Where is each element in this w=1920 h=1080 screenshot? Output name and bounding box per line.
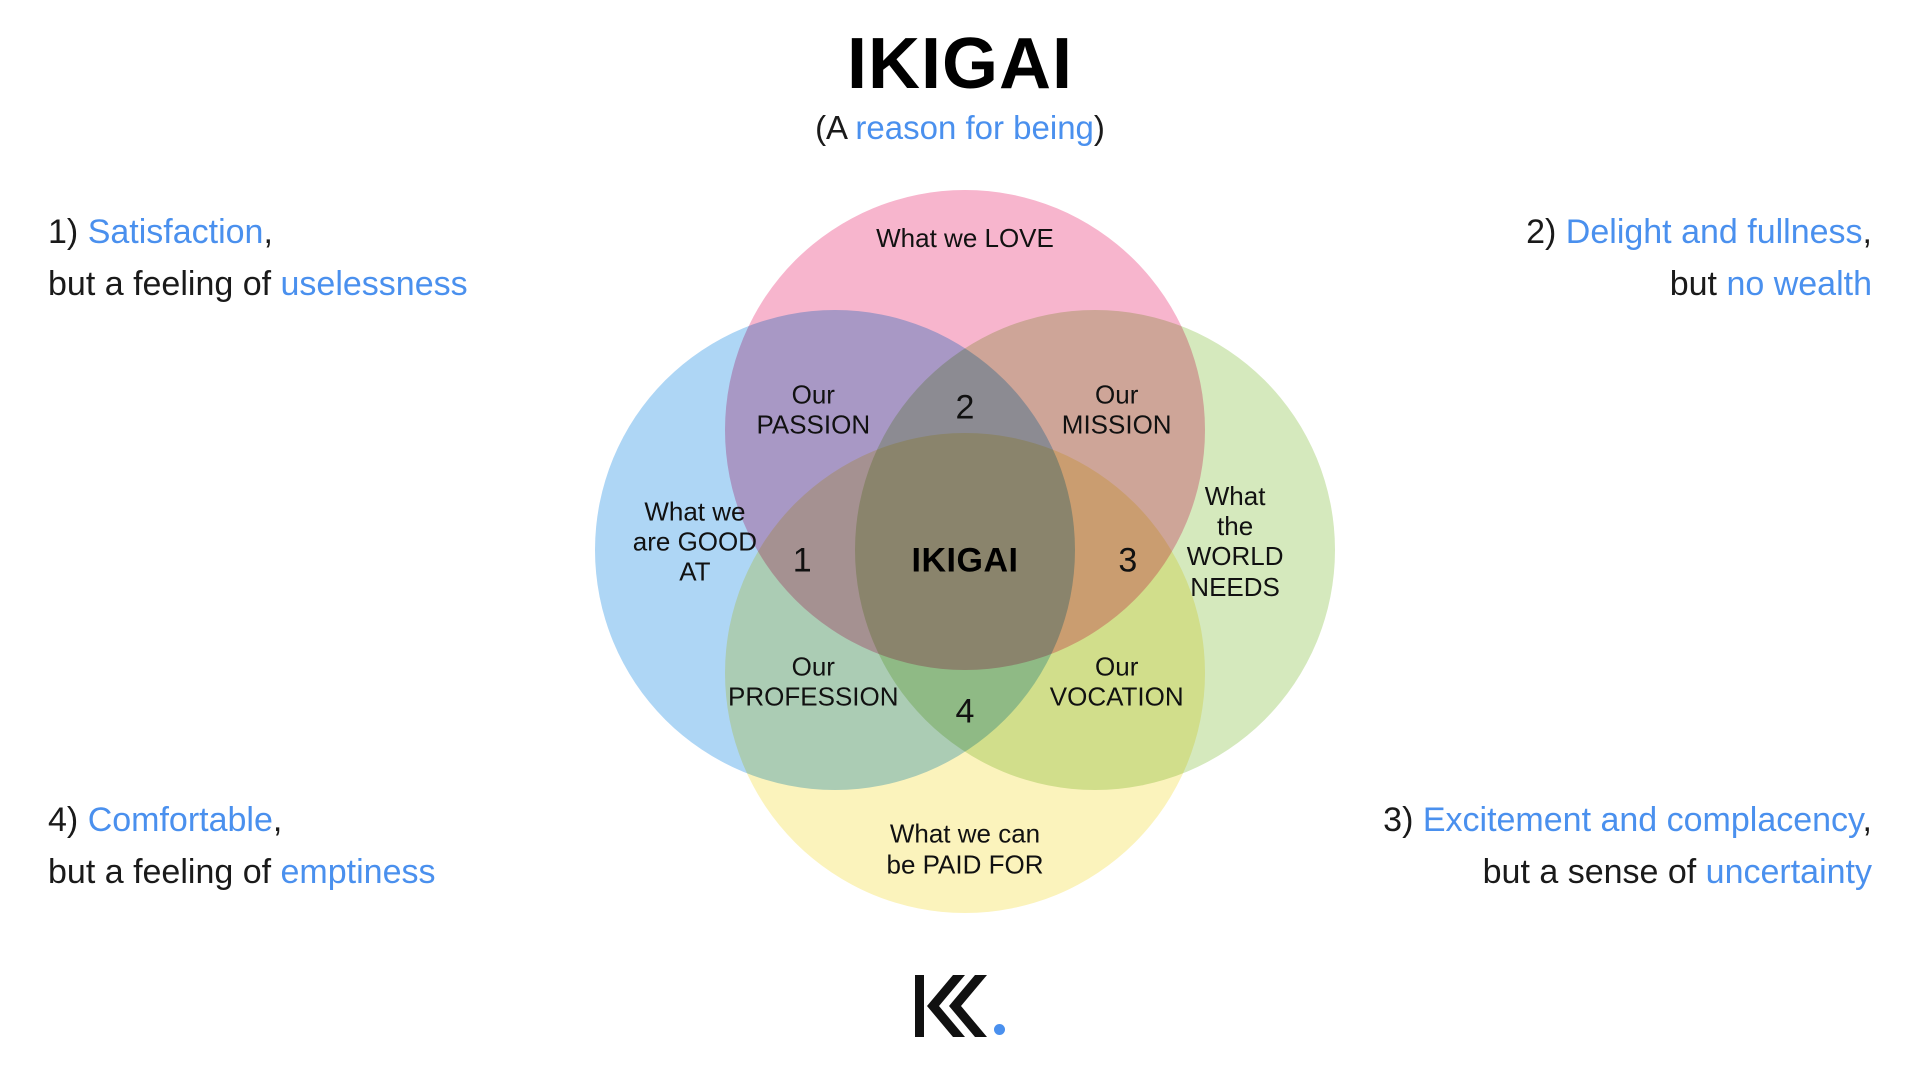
annotation-4: 4) Comfortable, but a feeling of emptine… [48,795,435,898]
marker-1: 1 [792,541,812,580]
annotation-3-accent: Excitement and complacency [1422,801,1863,839]
annotation-1-line1: 1) Satisfaction, [48,207,468,259]
logo-kk-icon [915,975,991,1042]
label-ikigai-center: IKIGAI [911,541,1019,580]
annotation-2-line2-prefix: but [1669,264,1727,303]
annotation-1-line2-prefix: but a feeling of [48,264,281,303]
venn-circle-group [595,190,1335,935]
annotation-1-line2-accent: uselessness [280,264,468,303]
annotation-3-line2-accent: uncertainty [1705,852,1872,891]
logo-dot-icon [994,1024,1005,1035]
annotation-2-comma: , [1862,213,1872,251]
annotation-3-line2-prefix: but a sense of [1482,852,1706,891]
annotation-1: 1) Satisfaction, but a feeling of useles… [48,207,468,310]
annotation-1-comma: , [263,213,273,251]
marker-4: 4 [955,692,975,730]
subtitle-accent: reason for being [855,109,1094,146]
annotation-3: 3) Excitement and complacency, but a sen… [1383,795,1872,898]
marker-2: 2 [955,388,975,427]
annotation-4-line1: 4) Comfortable, [48,795,435,847]
annotation-3-number: 3) [1383,801,1414,839]
brand-logo [0,975,1920,1055]
annotation-4-line2-prefix: but a feeling of [48,852,281,891]
annotation-1-number: 1) [48,213,79,251]
circle-what-we-can-be-paid-for [725,433,1205,913]
page-subtitle: (A reason for being) [0,109,1920,146]
page-title: IKIGAI [846,24,1073,104]
annotation-3-comma: , [1862,801,1872,839]
annotation-2-number: 2) [1526,213,1557,251]
annotation-4-line2: but a feeling of emptiness [48,847,435,899]
subtitle-suffix: ) [1093,109,1105,146]
annotation-2-line1: 2) Delight and fullness, [1526,207,1872,259]
header: IKIGAI (A reason for being) [0,28,1920,146]
annotation-1-accent: Satisfaction [87,213,264,251]
marker-3: 3 [1118,541,1138,580]
annotation-3-line2: but a sense of uncertainty [1383,847,1872,899]
annotation-4-line2-accent: emptiness [280,852,436,891]
annotation-1-line2: but a feeling of uselessness [48,259,468,311]
annotation-4-number: 4) [48,801,79,839]
annotation-2-line2-accent: no wealth [1726,264,1872,303]
annotation-2-accent: Delight and fullness [1565,213,1863,251]
annotation-2: 2) Delight and fullness, but no wealth [1526,207,1872,310]
annotation-4-accent: Comfortable [87,801,273,839]
ikigai-venn-diagram: What we LOVE What we are GOOD AT What th… [595,190,1335,935]
annotation-2-line2: but no wealth [1526,259,1872,311]
annotation-3-line1: 3) Excitement and complacency, [1383,795,1872,847]
subtitle-prefix: (A [815,109,856,146]
kk-monogram-icon [915,975,987,1037]
annotation-4-comma: , [272,801,283,839]
